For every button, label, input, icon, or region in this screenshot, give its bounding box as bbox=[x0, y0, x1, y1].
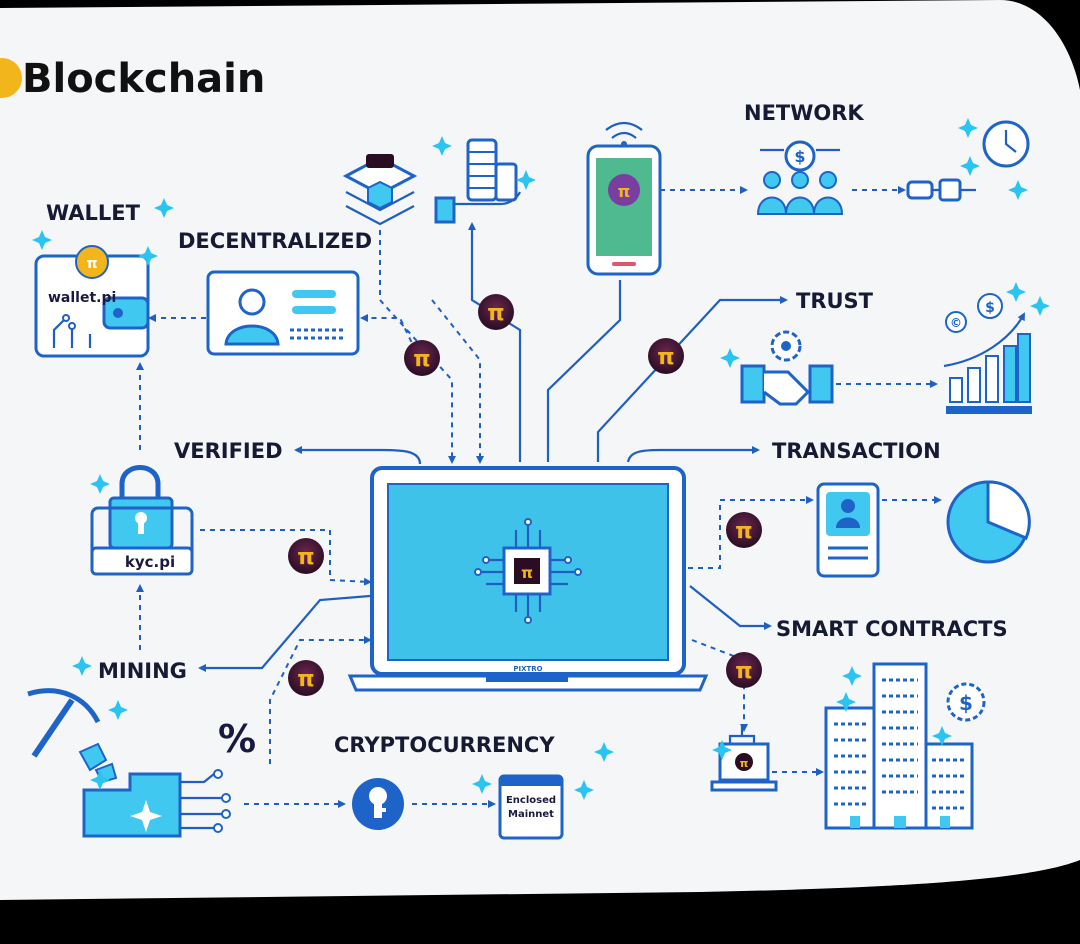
svg-text:©: © bbox=[950, 316, 962, 330]
buildings-icon: $ bbox=[824, 662, 986, 830]
svg-text:π: π bbox=[735, 659, 752, 684]
label-smart-contracts: SMART CONTRACTS bbox=[776, 617, 1008, 641]
coins-in-hand-icon bbox=[434, 138, 521, 224]
pi-coins: π π π π π π π bbox=[288, 294, 762, 696]
handshake-icon bbox=[740, 330, 834, 406]
central-laptop-icon: PIXTRO π bbox=[347, 466, 709, 692]
pi-coin-icon: π bbox=[726, 512, 762, 548]
svg-text:π: π bbox=[735, 519, 752, 544]
svg-text:π: π bbox=[297, 667, 314, 692]
pi-logo-icon bbox=[0, 58, 22, 98]
label-cryptocurrency: CRYPTOCURRENCY bbox=[334, 733, 555, 757]
transaction-receipt-icon bbox=[816, 482, 880, 578]
pie-chart-icon bbox=[946, 480, 1031, 564]
pi-coin-icon: π bbox=[726, 652, 762, 688]
pi-coin-icon: π bbox=[478, 294, 514, 330]
network-people-icon: $ bbox=[756, 140, 844, 215]
svg-text:π: π bbox=[86, 256, 97, 272]
page-title: Blockchain bbox=[22, 56, 265, 102]
wallet-file-label: wallet.pi bbox=[48, 290, 116, 306]
chain-link-icon bbox=[906, 178, 976, 202]
sparkle-decorations bbox=[32, 118, 1050, 800]
label-decentralized: DECENTRALIZED bbox=[178, 229, 372, 253]
title-block: Blockchain bbox=[0, 56, 265, 102]
label-network: NETWORK bbox=[744, 101, 864, 125]
pi-coin-icon: π bbox=[288, 538, 324, 574]
smartphone-icon: π bbox=[586, 121, 662, 276]
kyc-lock-icon: kyc.pi bbox=[90, 465, 194, 576]
mainnet-line2: Mainnet bbox=[508, 809, 554, 820]
id-card-icon bbox=[206, 270, 360, 356]
percent-sign: % bbox=[218, 717, 256, 761]
mining-cart-icon bbox=[82, 769, 231, 838]
processor-chip-icon: π bbox=[474, 518, 582, 624]
clock-icon bbox=[982, 120, 1030, 168]
svg-text:π: π bbox=[618, 182, 631, 201]
background-card bbox=[0, 0, 1080, 900]
small-laptop-icon: π bbox=[710, 726, 778, 792]
svg-text:π: π bbox=[521, 564, 533, 582]
growth-chart-icon: © $ bbox=[943, 293, 1032, 414]
crypto-key-icon bbox=[352, 778, 404, 830]
svg-text:π: π bbox=[487, 301, 504, 326]
label-mining: MINING bbox=[98, 659, 187, 683]
svg-text:$: $ bbox=[985, 300, 995, 316]
wallet-icon: π wallet.pi bbox=[34, 245, 150, 358]
pi-coin-icon: π bbox=[288, 660, 324, 696]
label-verified: VERIFIED bbox=[174, 439, 283, 463]
mainnet-line1: Enclosed bbox=[506, 795, 556, 806]
svg-text:π: π bbox=[740, 757, 749, 770]
label-transaction: TRANSACTION bbox=[772, 439, 941, 463]
svg-text:π: π bbox=[297, 545, 314, 570]
svg-text:$: $ bbox=[959, 691, 973, 715]
svg-text:$: $ bbox=[794, 147, 805, 166]
svg-text:π: π bbox=[657, 345, 674, 370]
labels: NETWORK WALLET DECENTRALIZED TRUST VERIF… bbox=[46, 101, 1008, 757]
laptop-brand: PIXTRO bbox=[513, 665, 542, 673]
blockchain-stack-icon bbox=[342, 154, 418, 226]
pi-coin-icon: π bbox=[404, 340, 440, 376]
svg-text:π: π bbox=[413, 347, 430, 372]
enclosed-mainnet-icon: Enclosed Mainnet bbox=[498, 774, 564, 840]
pi-coin-icon: π bbox=[648, 338, 684, 374]
label-wallet: WALLET bbox=[46, 201, 141, 225]
label-trust: TRUST bbox=[796, 289, 874, 313]
kyc-file-label: kyc.pi bbox=[125, 553, 175, 571]
